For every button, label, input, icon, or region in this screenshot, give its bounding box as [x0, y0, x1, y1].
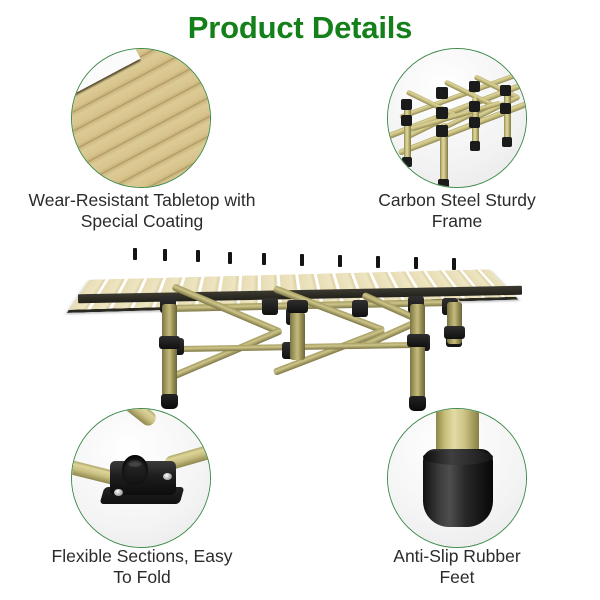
callout-tabletop: [71, 48, 211, 188]
leg-rear-left: [290, 312, 305, 360]
folding-joint-icon: [71, 408, 211, 548]
joint-scene: [72, 409, 210, 547]
callout-feet-label: Anti-Slip Rubber Feet: [307, 546, 600, 588]
joint-socket: [122, 455, 148, 485]
callout-frame: [387, 48, 527, 188]
frame-scene: [388, 49, 526, 187]
rubber-foot-icon: [387, 408, 527, 548]
joint-rivet-left: [114, 489, 123, 496]
leg-front-right: [410, 304, 425, 400]
tabletop-texture-icon: [71, 48, 211, 188]
callout-feet: [387, 408, 527, 548]
rubber-cap: [423, 449, 493, 527]
joint-rivet-right: [163, 473, 172, 480]
page-title: Product Details: [0, 10, 600, 46]
leg-front-left: [162, 304, 177, 398]
steel-frame-icon: [387, 48, 527, 188]
callout-joint: [71, 408, 211, 548]
hero-product-image: [0, 226, 600, 408]
foot-scene: [388, 409, 526, 547]
callout-joint-label: Flexible Sections, Easy To Fold: [0, 546, 292, 588]
